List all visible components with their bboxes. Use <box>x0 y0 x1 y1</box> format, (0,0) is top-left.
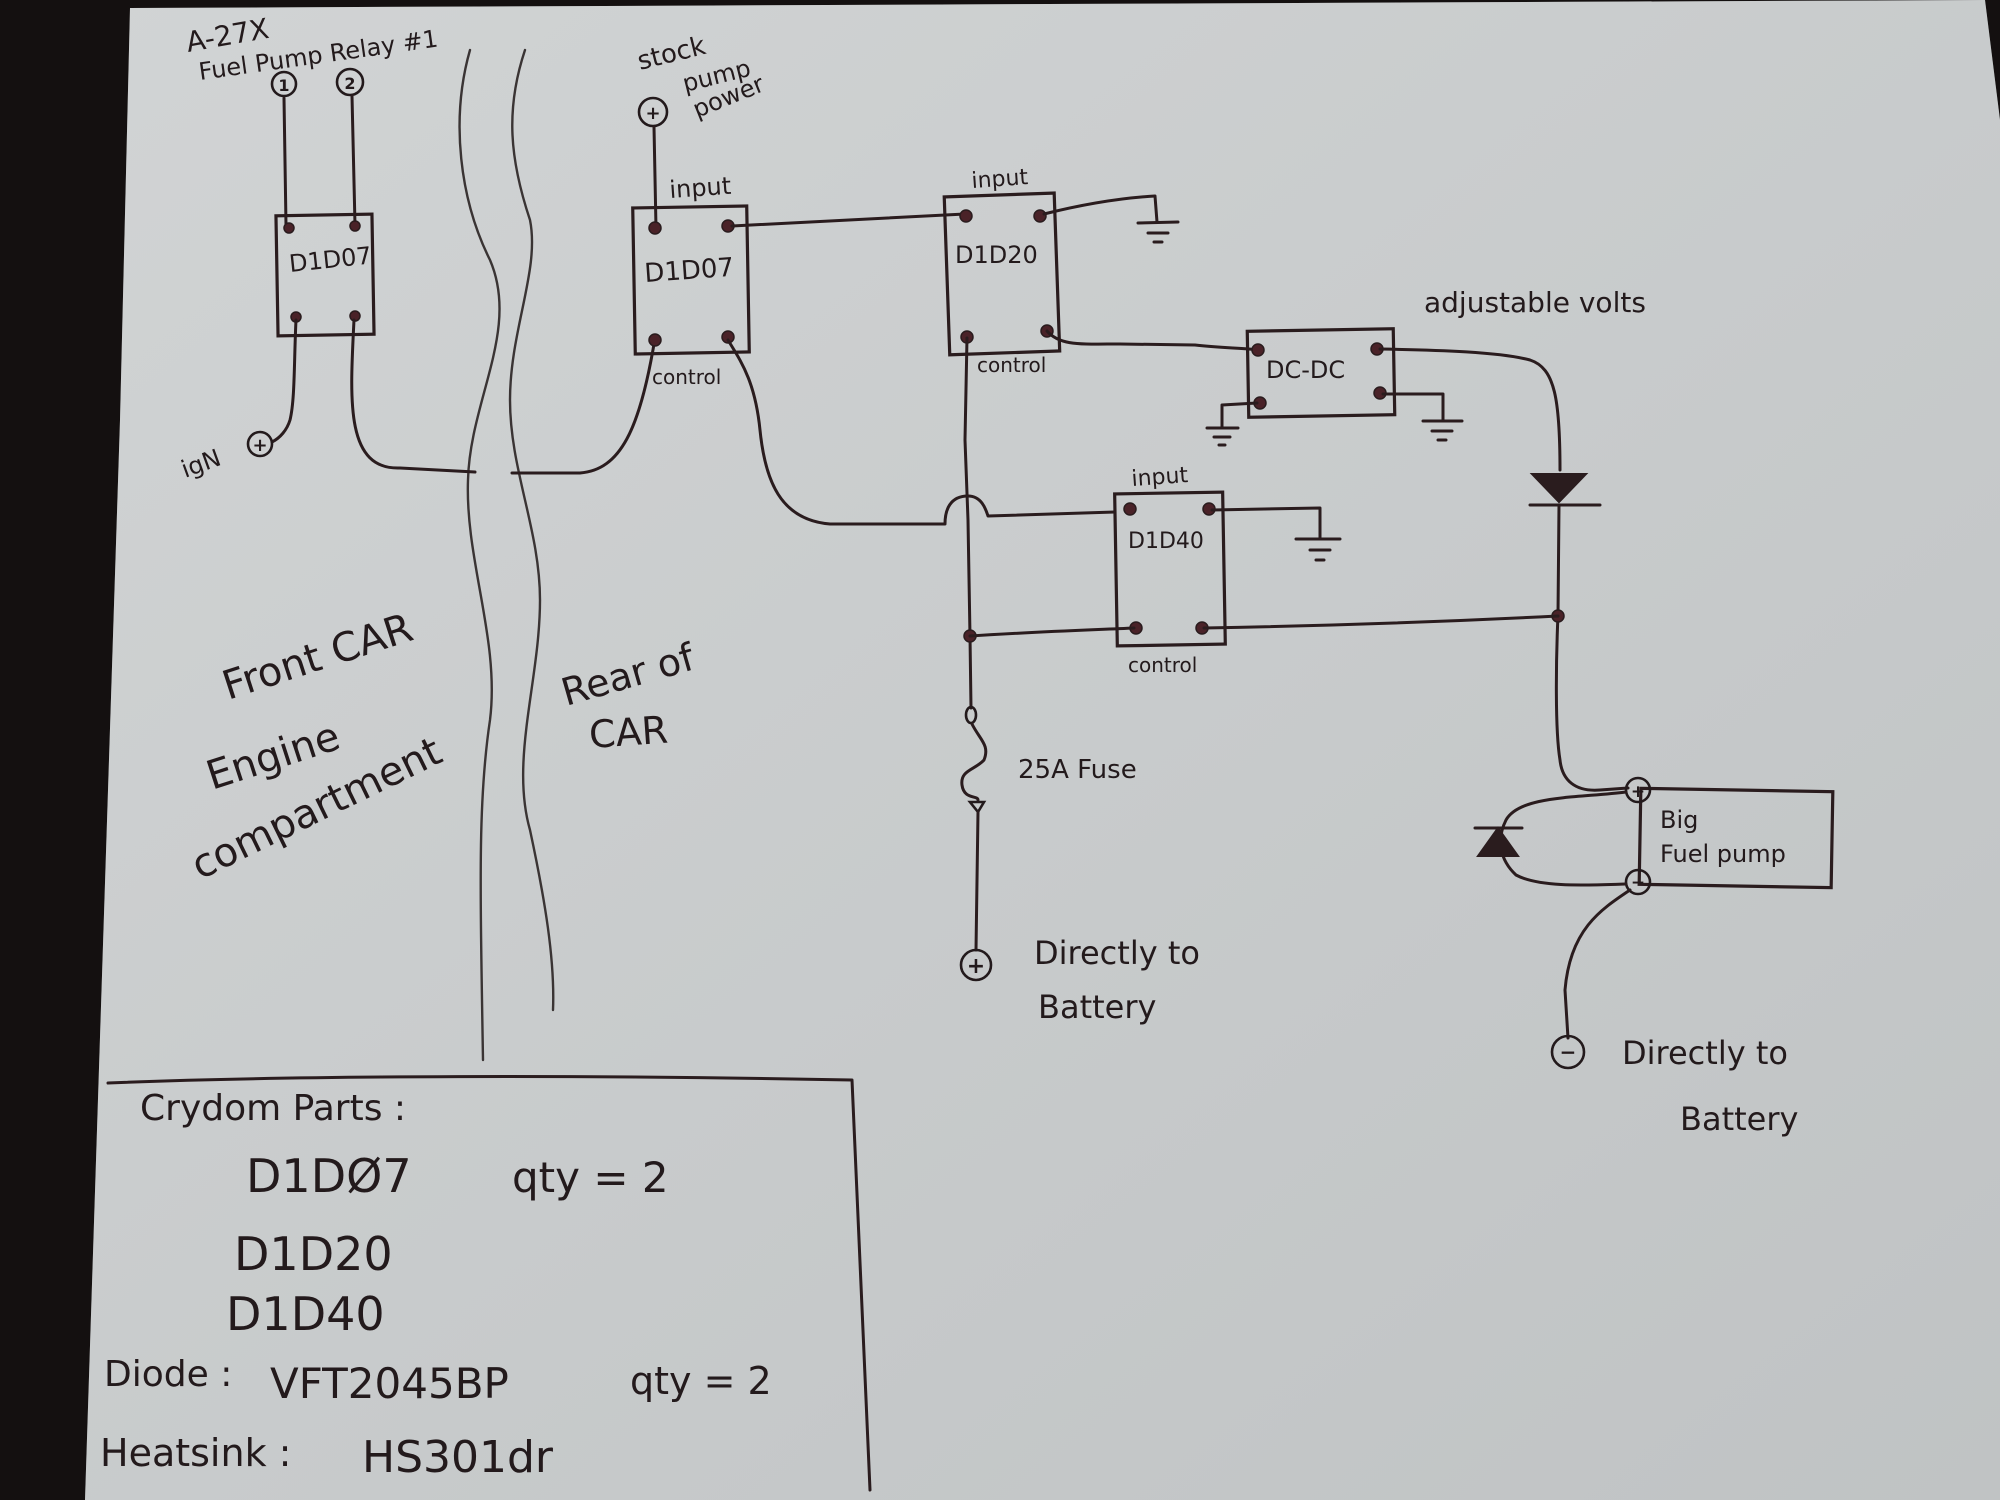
battery-negative-label-line1: Directly to <box>1622 1034 1788 1072</box>
diode-label: Diode : <box>104 1354 232 1395</box>
battery-negative-terminal: − Directly to Battery <box>1550 1034 1798 1138</box>
wire-rear-to-d1d20 <box>730 212 967 228</box>
relay-d1d40: input D1D40 control <box>1113 463 1227 677</box>
pump-plus-icon <box>1624 776 1652 804</box>
relay-d1d20-box <box>942 191 1062 357</box>
battery-minus-icon <box>1550 1034 1586 1070</box>
svg-text:−: − <box>1560 1040 1577 1064</box>
parts-list-border <box>106 1075 872 1492</box>
heatsink-part: HS301dr <box>362 1432 554 1483</box>
diode-icon-flyback <box>1473 826 1524 857</box>
relay-rear-control-label: control <box>652 365 721 389</box>
svg-text:+: + <box>645 103 660 124</box>
dcdc-box <box>1245 327 1397 419</box>
relay-d1d40-box <box>1113 490 1227 648</box>
parts-list-item-1-part: D1D20 <box>234 1227 393 1281</box>
svg-text:+: + <box>1631 782 1645 802</box>
adjustable-volts-label: adjustable volts <box>1424 286 1646 319</box>
parts-list-item-0-qty: qty = 2 <box>512 1153 669 1202</box>
diode-qty: qty = 2 <box>630 1359 772 1403</box>
parts-list-title: Crydom Parts : <box>140 1088 406 1129</box>
battery-positive-label-line2: Battery <box>1038 988 1156 1026</box>
relay-front-box <box>274 212 376 338</box>
dc-dc-converter: DC-DC <box>1245 327 1397 419</box>
fuel-pump-label-line2: Fuel pump <box>1660 840 1786 868</box>
wire-front-to-rear-a <box>350 318 477 474</box>
relay-d1d20-control-label: control <box>977 353 1046 377</box>
relay-terminal-2-label: 2 <box>344 74 355 93</box>
ignition-plus-icon <box>246 430 274 458</box>
parts-list-item-2-part: D1D40 <box>226 1287 385 1341</box>
wire-diode-to-pump <box>1554 503 1630 792</box>
wire-rear-to-d1d40 <box>726 338 1117 526</box>
wire-main-bus <box>963 336 973 710</box>
ground-icon-d1d20 <box>1042 194 1180 244</box>
firewall-line-left <box>458 48 501 1062</box>
relay-rear-box <box>631 204 751 356</box>
diode-part: VFT2045BP <box>270 1359 509 1408</box>
relay-terminal-2-icon <box>335 67 365 97</box>
relay-d1d40-input-label: input <box>1131 463 1190 492</box>
big-fuel-pump: + − Big Fuel pump <box>1624 776 1835 896</box>
diode-icon-top <box>1528 473 1602 507</box>
ground-icon-d1d40 <box>1210 506 1342 562</box>
relay-rear-name: D1D07 <box>643 253 735 289</box>
battery-positive-label-line1: Directly to <box>1034 934 1200 972</box>
wire-fuse-to-battery <box>974 810 980 952</box>
battery-plus-icon <box>959 948 993 982</box>
dcdc-name: DC-DC <box>1266 356 1345 384</box>
relay-d1d40-name: D1D40 <box>1128 529 1204 554</box>
svg-text:+: + <box>967 954 985 979</box>
battery-negative-label-line2: Battery <box>1680 1100 1798 1138</box>
ground-icon-dcdc-left <box>1205 401 1259 447</box>
svg-text:−: − <box>1631 873 1645 893</box>
parts-list: Crydom Parts : D1DØ7 qty = 2 D1D20 D1D40… <box>100 1075 872 1492</box>
fuel-pump-label-line1: Big <box>1660 806 1698 834</box>
wire-bus-to-d1d40 <box>968 626 1136 638</box>
parts-list-item-0-part: D1DØ7 <box>246 1149 412 1203</box>
fuel-pump-box <box>1637 786 1835 890</box>
fuse-icon: 25A Fuse <box>960 705 1137 815</box>
wire-d1d20-to-dcdc <box>1045 329 1260 352</box>
ground-icon-dcdc-right <box>1381 392 1464 442</box>
pump-minus-icon <box>1624 868 1652 896</box>
relay-d1d20-input-label: input <box>971 165 1030 194</box>
relay-terminal-1-icon <box>270 70 298 98</box>
relay-terminal-1-label: 1 <box>278 76 289 95</box>
relay-d1d20-name: D1D20 <box>955 241 1038 269</box>
relay-rear-input-label: input <box>668 172 732 204</box>
heatsink-label: Heatsink : <box>100 1431 291 1475</box>
svg-text:+: + <box>252 435 267 456</box>
firewall-line-right <box>508 48 555 1012</box>
fuse-label: 25A Fuse <box>1018 755 1137 785</box>
car-label: CAR <box>588 708 670 757</box>
wire-dcdc-out <box>1378 347 1562 472</box>
wire-d1d40-to-junction <box>1202 614 1560 630</box>
wire-pump-to-battery-neg <box>1563 888 1632 1040</box>
relay-rear-d1d07: input D1D07 control <box>631 172 751 389</box>
relay-d1d20: input D1D20 control <box>942 165 1062 377</box>
relay-d1d40-control-label: control <box>1128 653 1197 677</box>
battery-positive-terminal: + Directly to Battery <box>959 934 1200 1026</box>
wire-front-to-rear-b <box>510 336 657 475</box>
